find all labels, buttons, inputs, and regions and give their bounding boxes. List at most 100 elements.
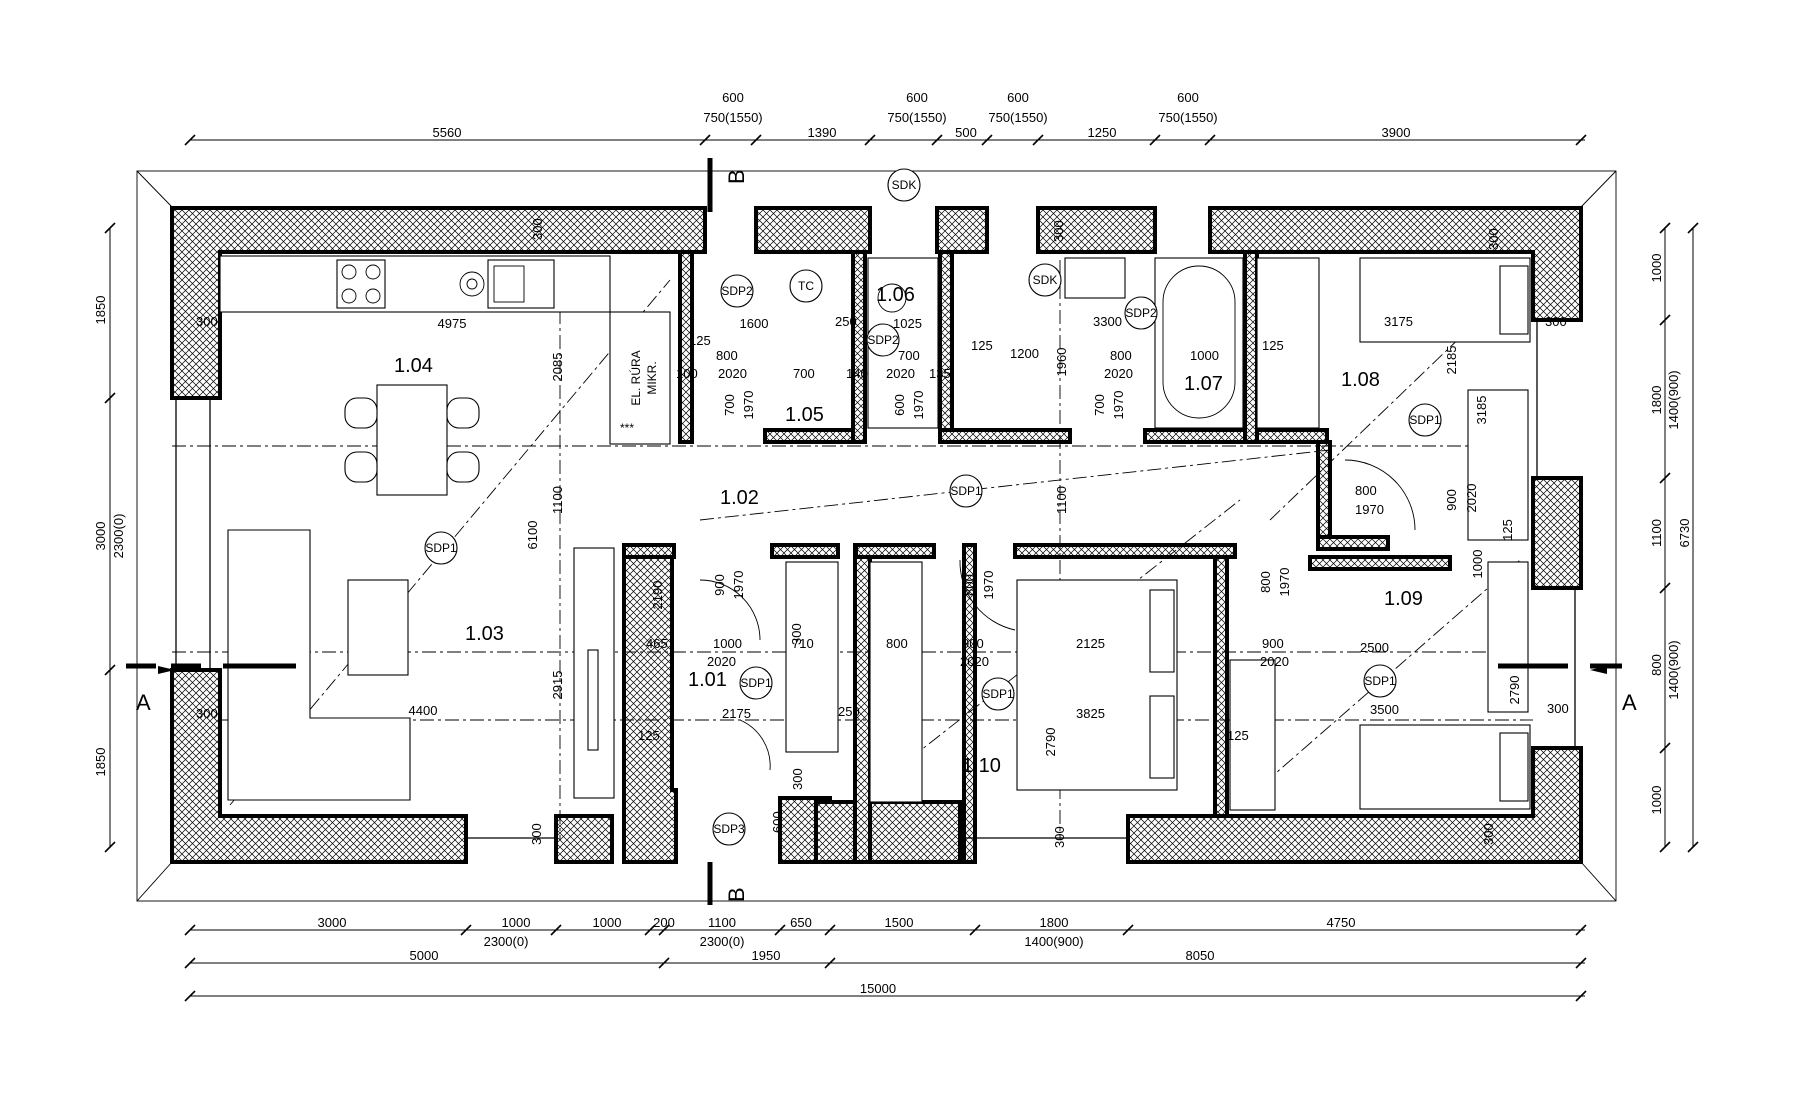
dim-label: 300 [530,218,545,240]
sink-icon [487,259,555,309]
dim-label: 2085 [550,353,565,382]
dim-bottom-2: 8050 [1186,948,1215,963]
svg-text:SDK: SDK [892,178,917,192]
dim-label: 2020 [707,654,736,669]
dim-label: 2185 [1444,346,1459,375]
dimension-ticks [104,134,1699,1002]
dim-label: 2020 [1104,366,1133,381]
dim-label: 1970 [981,571,996,600]
wardrobe-109 [1229,659,1276,811]
room-label-109: 1.09 [1384,588,1423,610]
dim-label: 800 [716,348,738,363]
dim-label: 600 [770,811,785,833]
dimension-tick [699,134,711,146]
room-label-101: 1.01 [688,669,727,691]
dim-label: 1970 [911,391,926,420]
svg-text:SDP1: SDP1 [1409,413,1441,427]
dimension-tick [1575,990,1587,1002]
dimension-tick [1032,134,1044,146]
dim-top-upper: 600 [1177,90,1199,105]
tag-sdp1: SDP1 [739,666,773,700]
sofa [227,529,411,801]
wall-right-lower [1126,746,1583,864]
wall-bottom-1 [554,814,614,864]
dimension-tick [1687,222,1699,234]
tag-sdp3: SDP3 [712,812,746,846]
dim-top-upper: 600 [1007,90,1029,105]
room-label-105: 1.05 [785,404,824,426]
dimension-tick [750,134,762,146]
dimension-tick [1659,222,1671,234]
dim-label: 1200 [1010,346,1039,361]
dim-bottom: 1000 [593,915,622,930]
dimension-tick [864,134,876,146]
dimension-tick [1575,924,1587,936]
partition-12 [770,543,840,559]
dimension-tick [1575,957,1587,969]
wardrobe-101 [785,561,839,753]
dim-label: 900 [1444,489,1459,511]
wall-bottom-6 [962,543,977,864]
wall-bottom-4 [814,800,962,864]
dim-bottom: 1000 [502,915,531,930]
dim-label: 2175 [722,706,751,721]
dim-label: 2020 [1260,654,1289,669]
wall-top-2 [754,206,872,254]
dim-label: 1100 [550,486,565,514]
dimension-tick [1659,742,1671,754]
dimension-tick [184,134,196,146]
dim-label: 2020 [718,366,747,381]
dim-label: 465 [646,636,668,651]
dimension-tick [184,957,196,969]
dimension-tick [1659,472,1671,484]
tag-sdk: SDK [1028,263,1062,297]
dim-label: 600 [892,394,907,416]
dimension-tick [658,957,670,969]
wall-top-4 [1036,206,1157,254]
partition-4 [938,250,954,444]
dim-bottom: 650 [790,915,812,930]
dim-label: 1970 [741,391,756,420]
dim-label: 900 [1262,636,1284,651]
dim-label: 1970 [1111,391,1126,420]
dim-label: 300 [196,314,218,329]
dim-top-main: 1250 [1088,125,1117,140]
dim-top-mid: 750(1550) [988,110,1047,125]
svg-text:SDP1: SDP1 [982,687,1014,701]
dim-label: 2020 [1464,484,1479,513]
dim-label: 900 [962,636,984,651]
dim-top-main: 5560 [433,125,462,140]
tag-sdp2: SDP2 [720,274,754,308]
dimension-tick [1575,134,1587,146]
svg-text:SDP2: SDP2 [1125,306,1157,320]
dim-label: 300 [1051,220,1066,242]
dim-label: 2020 [960,654,989,669]
dim-label: 125 [1500,519,1515,541]
dim-label: 2790 [1507,676,1522,705]
dim-label: 6100 [525,521,540,550]
dim-bottom: 4750 [1327,915,1356,930]
dim-label: 800 [1110,348,1132,363]
dim-top-main: 3900 [1382,125,1411,140]
dimension-tick [1122,924,1134,936]
dim-label: 1960 [1054,348,1069,377]
oven-label-2: MIKR. [645,361,659,394]
dim-right: 1800 [1649,386,1664,415]
tag-sdk: SDK [887,168,921,202]
dimension-tick [1149,134,1161,146]
section-label-a: A [1622,690,1637,715]
dim-label: 800 [886,636,908,651]
partition-5 [938,428,1072,444]
dim-label: 300 [1547,701,1569,716]
dimension-tick [104,392,116,404]
partition-11 [622,543,676,559]
dim-label: 700 [722,394,737,416]
wall-left-lower [170,668,468,864]
dim-label: 300 [529,823,544,845]
roof-outline [136,170,1617,902]
dim-label: 300 [790,768,805,790]
dim-label: 700 [898,348,920,363]
tag-sdp1: SDP1 [1408,403,1442,437]
coffee-table [347,579,409,676]
partition-3 [851,250,867,444]
